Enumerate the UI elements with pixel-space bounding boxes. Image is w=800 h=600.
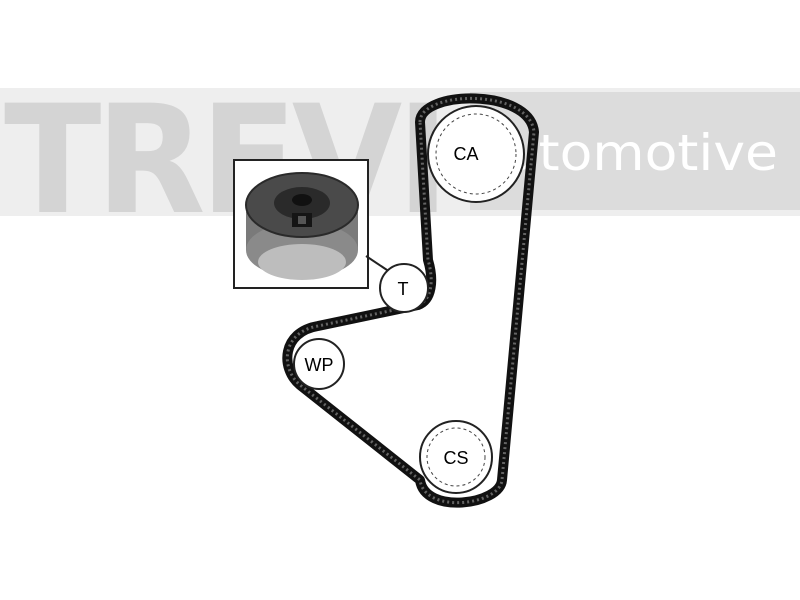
pulley-adjuster-hex — [298, 216, 306, 224]
inset-tensioner-photo — [233, 159, 369, 289]
watermark: TREVI Automotive — [0, 74, 800, 248]
crankshaft-pulley: CS — [419, 420, 493, 494]
tensioner-pulley-label: T — [398, 279, 409, 299]
tensioner-pulley-circle — [379, 263, 429, 313]
pulley-bore — [292, 194, 312, 206]
camshaft-pulley-inner — [435, 113, 517, 195]
crankshaft-pulley-label: CS — [443, 448, 468, 468]
water-pump-pulley: WP — [293, 338, 345, 390]
tensioner-pulley: T — [379, 263, 429, 313]
pulley-rim-lower — [258, 244, 346, 280]
camshaft-pulley-label: CA — [453, 144, 478, 164]
watermark-brand: TREVI — [4, 74, 444, 248]
timing-belt-inner — [285, 97, 536, 504]
camshaft-pulley-circle — [427, 105, 525, 203]
water-pump-pulley-label: WP — [305, 355, 334, 375]
camshaft-pulley: CA — [427, 105, 525, 203]
water-pump-pulley-circle — [293, 338, 345, 390]
crankshaft-pulley-circle — [419, 420, 493, 494]
crankshaft-pulley-inner — [426, 427, 486, 487]
